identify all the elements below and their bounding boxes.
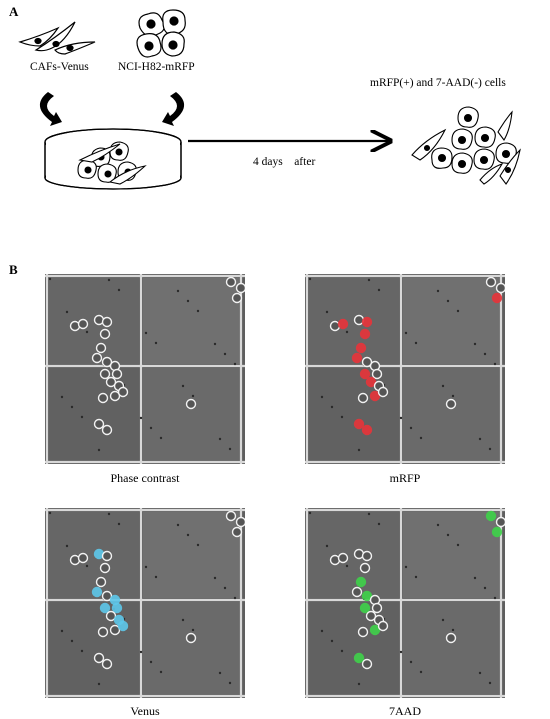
caption-mrfp: mRFP xyxy=(389,471,421,485)
micrograph-venus xyxy=(45,508,245,698)
panel-b-letter: B xyxy=(9,262,18,277)
micrograph-7aad xyxy=(305,508,505,698)
schematic-diagram xyxy=(18,9,521,190)
caption-phase-contrast: Phase contrast xyxy=(110,471,180,485)
arrow-label: 4 days after xyxy=(253,156,316,168)
micrograph-image xyxy=(45,274,245,464)
caf-cells-icon xyxy=(18,21,96,55)
caption-7aad: 7AAD xyxy=(389,704,421,718)
mixing-arrows-icon xyxy=(39,92,185,126)
micrograph-image xyxy=(305,274,505,464)
result-label: mRFP(+) and 7-AAD(-) cells xyxy=(370,77,506,89)
tumor-label: NCI-H82-mRFP xyxy=(118,61,195,73)
micrograph-image xyxy=(45,508,245,698)
sorted-cells-icon xyxy=(411,106,521,185)
caption-venus: Venus xyxy=(130,704,160,718)
caf-label: CAFs-Venus xyxy=(30,61,89,73)
micrograph-image xyxy=(305,508,505,698)
panel-a-letter: A xyxy=(9,4,19,19)
micrograph-mrfp xyxy=(305,274,505,464)
tumor-cells-icon xyxy=(136,9,186,58)
co-culture-cells-icon xyxy=(77,141,147,185)
micrograph-phase-contrast xyxy=(45,274,245,464)
